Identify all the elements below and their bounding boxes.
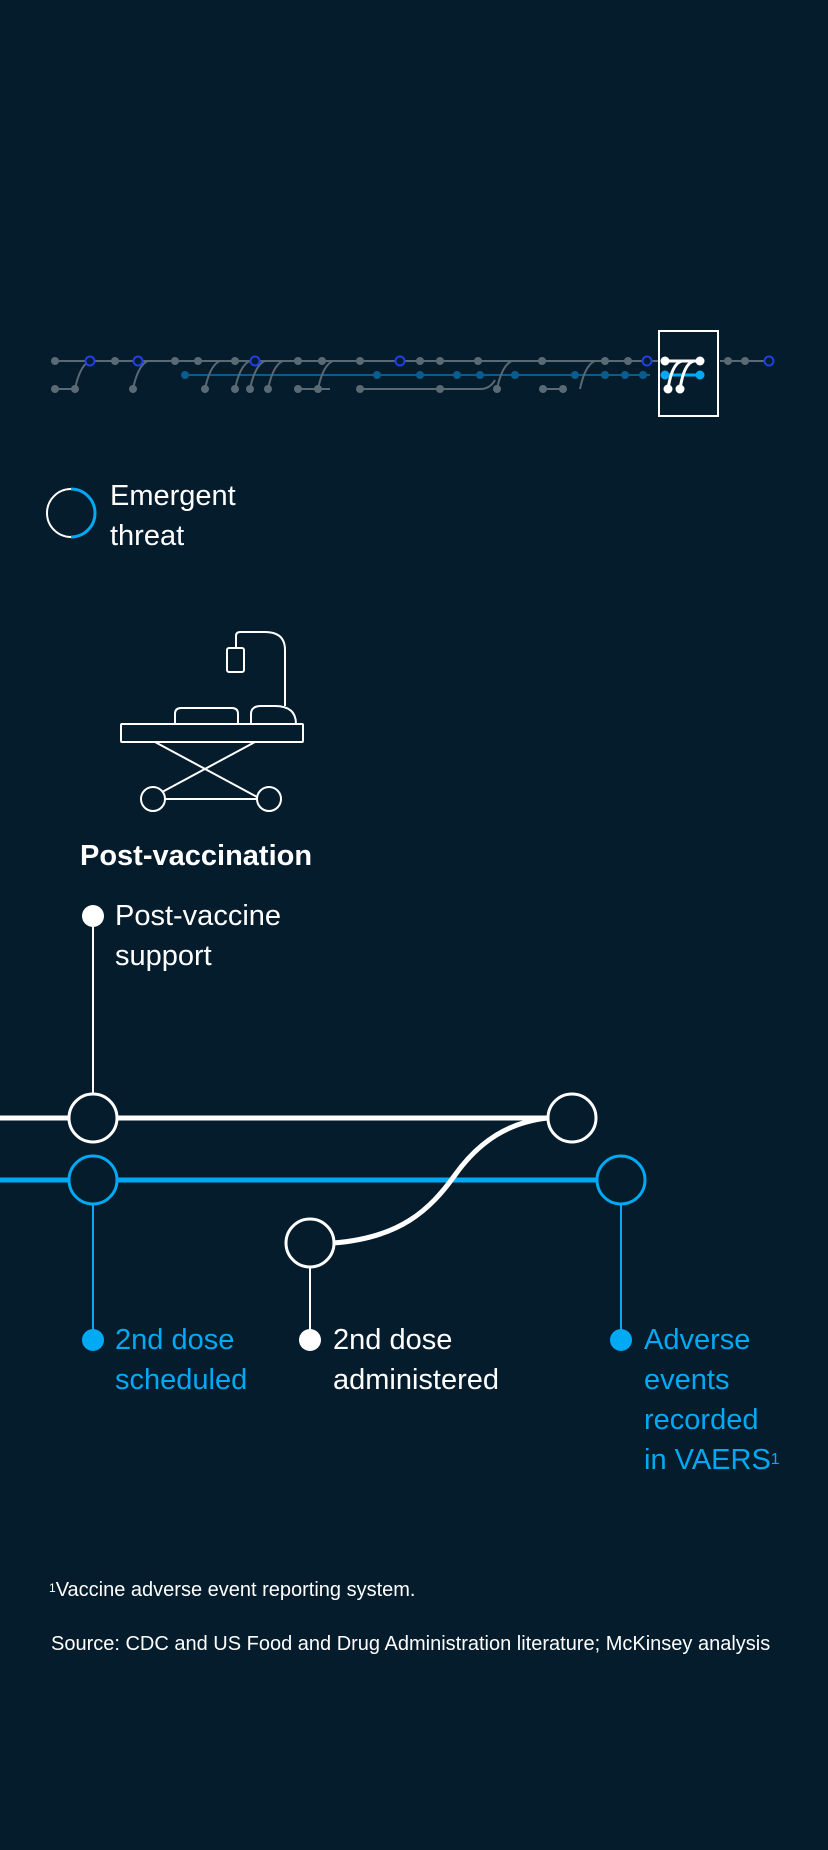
step-second-dose-scheduled-line2: scheduled (115, 1364, 248, 1396)
node-blue-end (595, 1154, 647, 1206)
step-post-vaccine-support-line2: support (115, 940, 212, 972)
legend-label: Emergent threat (110, 476, 236, 556)
legend-label-line2: threat (110, 520, 185, 552)
crossover-curve (332, 1115, 549, 1246)
dot-second-dose-scheduled (82, 1329, 104, 1351)
node-blue-start (67, 1154, 119, 1206)
minimap-highlight-content (660, 356, 705, 394)
step-post-vaccine-support-line1: Post-vaccine (115, 900, 282, 932)
step-second-dose-administered-line1: 2nd dose (333, 1324, 453, 1356)
dot-adverse-events (610, 1329, 632, 1351)
hospital-stretcher-iv-icon (120, 631, 304, 812)
step-adverse-events-line2: events (644, 1364, 730, 1396)
footnote-text: Vaccine adverse event reporting system. (55, 1579, 416, 1601)
step-second-dose-administered-line2: administered (333, 1364, 500, 1396)
step-adverse-events-line1: Adverse (644, 1324, 751, 1356)
node-white-end (546, 1092, 598, 1144)
step-adverse-events-line4: in VAERS (644, 1444, 771, 1476)
step-post-vaccine-support: Post-vaccine support (115, 896, 281, 976)
step-adverse-events-line4-wrap: in VAERS1 (644, 1440, 780, 1480)
node-white-start (67, 1092, 119, 1144)
step-adverse-events: Adverse events recorded in VAERS1 (644, 1320, 780, 1480)
footnote: 1Vaccine adverse event reporting system. (49, 1576, 416, 1604)
dot-post-vaccine-support (82, 905, 104, 927)
journey-diagram (0, 905, 647, 1351)
dot-second-dose-administered (299, 1329, 321, 1351)
minimap-current-section-highlight (658, 330, 719, 417)
node-white-lower (284, 1217, 336, 1269)
footnote-marker: 1 (770, 1451, 780, 1468)
minimap-gray-nodes (51, 357, 749, 393)
source-note: Source: CDC and US Food and Drug Adminis… (51, 1633, 771, 1655)
minimap-blue-nodes (181, 371, 647, 379)
step-adverse-events-line3: recorded (644, 1404, 759, 1436)
section-title: Post-vaccination (80, 840, 313, 872)
step-second-dose-scheduled: 2nd dose scheduled (115, 1320, 247, 1400)
footnote-mark: 1 (49, 1581, 56, 1595)
legend-label-line1: Emergent (110, 480, 236, 512)
step-second-dose-administered: 2nd dose administered (333, 1320, 499, 1400)
emergent-threat-ring-icon (46, 487, 97, 539)
journey-minimap (51, 330, 775, 417)
step-second-dose-scheduled-line1: 2nd dose (115, 1324, 235, 1356)
minimap-navy-nodes (84, 355, 775, 367)
